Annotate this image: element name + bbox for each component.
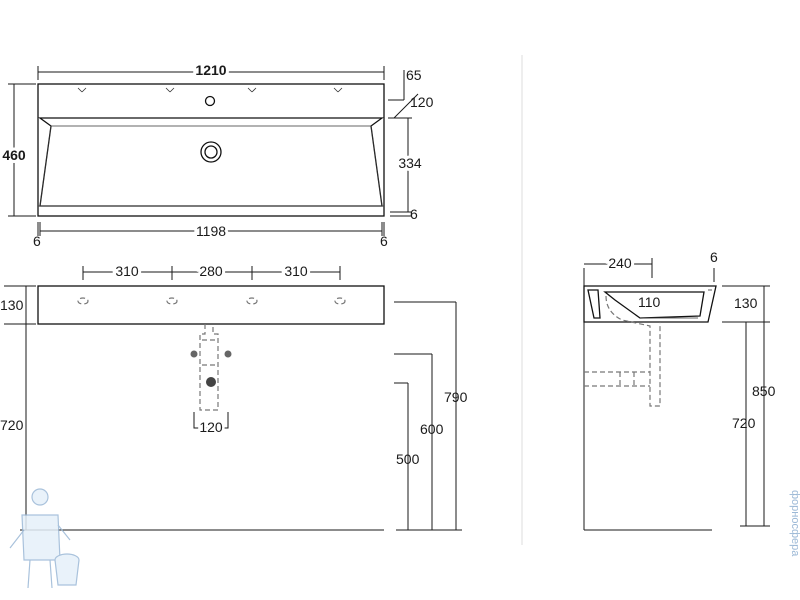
dim-hole-spacing-middle: 280 [199, 263, 223, 279]
watermark-text: форносфера [789, 490, 800, 557]
front-view: 310 280 310 130 720 790 600 500 120 [0, 260, 468, 531]
dim-height-600: 600 [420, 421, 444, 437]
top-view: 1210 460 65 120 334 6 1198 6 6 [0, 59, 434, 249]
dim-height-500: 500 [396, 451, 420, 467]
top-view-bowl-inner [39, 125, 383, 207]
dim-depth-to-waste: 240 [608, 255, 632, 271]
dim-bowl-depth: 334 [398, 155, 422, 171]
dim-right-side: 6 [380, 233, 388, 249]
tap-hole [204, 95, 216, 107]
dim-mount-height-side: 720 [732, 415, 756, 431]
dim-mount-height-front: 720 [0, 417, 24, 433]
dim-overall-depth: 460 [2, 147, 26, 163]
front-view-basin [37, 285, 385, 325]
side-view: 240 110 6 130 850 720 [583, 249, 776, 531]
side-view-basin [583, 285, 717, 323]
dim-overall-width: 1210 [195, 62, 226, 78]
valve-icon [190, 350, 198, 358]
dim-basin-height-front: 130 [0, 297, 24, 313]
dim-front-rim: 6 [410, 206, 418, 222]
top-view-outline [37, 83, 385, 217]
dim-hole-spacing-right: 310 [284, 263, 308, 279]
dim-wall-thickness: 6 [710, 249, 718, 265]
dim-overall-height: 850 [752, 383, 776, 399]
watermark-logo [9, 488, 80, 589]
dim-back-offset: 65 [406, 67, 422, 83]
waste-outlet-icon [206, 377, 216, 387]
dim-basin-height-side: 130 [734, 295, 758, 311]
dim-height-790: 790 [444, 389, 468, 405]
dim-waste-spacing: 120 [199, 419, 223, 435]
dim-rim-depth: 120 [410, 94, 434, 110]
dim-waste-height: 110 [638, 294, 661, 310]
drain-icon [200, 141, 222, 163]
dim-left-side: 6 [33, 233, 41, 249]
dim-hole-spacing-left: 310 [115, 263, 139, 279]
valve-icon [224, 350, 232, 358]
dim-inner-width: 1198 [196, 223, 226, 239]
